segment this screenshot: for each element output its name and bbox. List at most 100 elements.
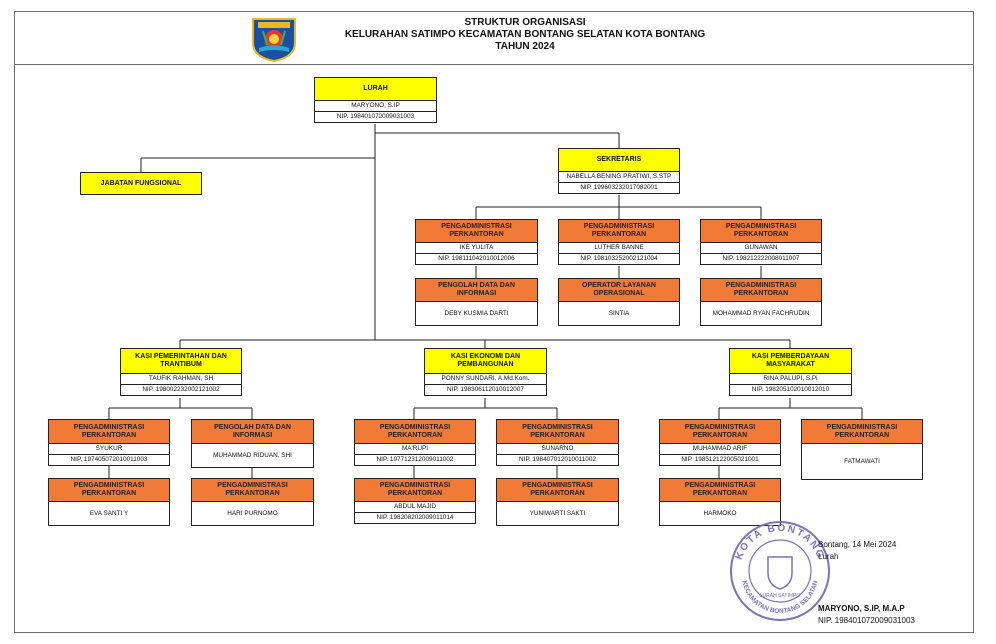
node-kasi-pemerintahan: KASI PEMERINTAHAN DAN TRANTIBUM TAUFIK R… <box>120 348 242 396</box>
node-pm-staff-1: PENGADMINISTRASI PERKANTORAN MUHAMMAD AR… <box>659 419 781 466</box>
node-nip: NIP. 198401072009031003 <box>314 112 437 123</box>
node-sek-staff-6: PENGADMINISTRASI PERKANTORAN MOHAMMAD RY… <box>700 278 822 326</box>
node-title: PENGOLAH DATA DAN INFORMASI <box>191 419 314 444</box>
kota-bontang-emblem <box>252 18 296 62</box>
node-nip: NIP. 197712312009011002 <box>354 455 476 466</box>
stamp-inner-text: LURAH SATIMPO <box>760 593 801 599</box>
node-nip: NIP. 198512122005021001 <box>659 455 781 466</box>
chart-frame <box>14 11 974 633</box>
node-name: MARYONO, S.IP <box>314 101 437 112</box>
stamp-ring-top: KOTA BONTANG <box>734 523 824 562</box>
svg-text:KOTA BONTANG: KOTA BONTANG <box>734 523 826 562</box>
node-title: PENGADMINISTRASI PERKANTORAN <box>48 478 170 502</box>
node-sek-staff-2: PENGADMINISTRASI PERKANTORAN LUTHER BANN… <box>558 219 680 265</box>
node-title: PENGADMINISTRASI PERKANTORAN <box>659 419 781 444</box>
node-title: PENGADMINISTRASI PERKANTORAN <box>48 419 170 444</box>
node-title: PENGADMINISTRASI PERKANTORAN <box>354 419 476 444</box>
node-title: PENGADMINISTRASI PERKANTORAN <box>354 478 476 502</box>
node-title: PENGADMINISTRASI PERKANTORAN <box>700 278 822 302</box>
node-sek-staff-1: PENGADMINISTRASI PERKANTORAN IKE YULITA … <box>415 219 538 265</box>
title-line-2: KELURAHAN SATIMPO KECAMATAN BONTANG SELA… <box>344 29 706 40</box>
node-name: MOHAMMAD RYAN FACHRUDIN <box>700 302 822 326</box>
node-title: PENGADMINISTRASI PERKANTORAN <box>496 419 619 444</box>
node-name: YUNIWARTI SAKTI <box>496 502 619 526</box>
node-jabatan-fungsional: JABATAN FUNGSIONAL <box>80 172 202 195</box>
node-title: PENGOLAH DATA DAN INFORMASI <box>415 278 538 302</box>
node-nip: NIP. 198002232002121002 <box>120 385 242 396</box>
node-name: DEBY KUSMIA DARTI <box>415 302 538 326</box>
signature-name: MARYONO, S.IP, M.A.P <box>818 604 905 613</box>
node-pm-staff-3: PENGADMINISTRASI PERKANTORAN HARMOKO <box>659 478 781 526</box>
signature-nip: NIP. 198401072009031003 <box>818 616 915 625</box>
signature-space <box>818 563 915 603</box>
node-name: MA'RUPI <box>354 444 476 455</box>
node-name: HARMOKO <box>659 502 781 526</box>
node-title: OPERATOR LAYANAN OPERASIONAL <box>558 278 680 302</box>
node-name: MUHAMMAD RIDUAN, SHI <box>191 444 314 468</box>
node-nip: NIP. 198212222008011007 <box>700 254 822 265</box>
node-nip: NIP. 198103252002121004 <box>558 254 680 265</box>
node-name: LUTHER BANNE <box>558 243 680 254</box>
node-name: TAUFIK RAHMAN, SH <box>120 374 242 385</box>
node-name: SUNARNO <box>496 444 619 455</box>
node-name: NABELLA BENING PRATIWI, S.STP <box>558 172 680 183</box>
node-pem-staff-2: PENGOLAH DATA DAN INFORMASI MUHAMMAD RID… <box>191 419 314 468</box>
node-kasi-ekonomi: KASI EKONOMI DAN PEMBANGUNAN PONNY SUNDA… <box>424 348 547 396</box>
node-eko-staff-2: PENGADMINISTRASI PERKANTORAN SUNARNO NIP… <box>496 419 619 466</box>
title-line-3: TAHUN 2024 <box>495 41 555 52</box>
signature-block: Bontang, 14 Mei 2024 Lurah MARYONO, S.IP… <box>818 539 915 627</box>
node-name: HARI PURNOMO <box>191 502 314 526</box>
node-eko-staff-1: PENGADMINISTRASI PERKANTORAN MA'RUPI NIP… <box>354 419 476 466</box>
node-pem-staff-4: PENGADMINISTRASI PERKANTORAN HARI PURNOM… <box>191 478 314 526</box>
node-name: ABDUL MAJID <box>354 502 476 513</box>
node-title: PENGADMINISTRASI PERKANTORAN <box>558 219 680 243</box>
node-title: LURAH <box>314 77 437 101</box>
header-divider <box>14 64 974 65</box>
node-pem-staff-3: PENGADMINISTRASI PERKANTORAN EVA SANTI Y <box>48 478 170 526</box>
chart-title: STRUKTUR ORGANISASI KELURAHAN SATIMPO KE… <box>300 17 750 53</box>
node-sek-staff-4: PENGOLAH DATA DAN INFORMASI DEBY KUSMIA … <box>415 278 538 326</box>
stamp-emblem-icon <box>767 556 793 590</box>
node-title: PENGADMINISTRASI PERKANTORAN <box>659 478 781 502</box>
signature-role: Lurah <box>818 552 839 561</box>
node-title: KASI PEMERINTAHAN DAN TRANTIBUM <box>120 348 242 374</box>
node-lurah: LURAH MARYONO, S.IP NIP. 198401072009031… <box>314 77 437 123</box>
node-nip: NIP. 198407012010011002 <box>496 455 619 466</box>
node-title: KASI EKONOMI DAN PEMBANGUNAN <box>424 348 547 374</box>
node-eko-staff-4: PENGADMINISTRASI PERKANTORAN YUNIWARTI S… <box>496 478 619 526</box>
node-name: EVA SANTI Y <box>48 502 170 526</box>
node-pem-staff-1: PENGADMINISTRASI PERKANTORAN SYUKUR NIP.… <box>48 419 170 466</box>
node-nip: NIP. 198306112010012007 <box>424 385 547 396</box>
node-title: SEKRETARIS <box>558 148 680 172</box>
node-name: GUNAWAN <box>700 243 822 254</box>
node-title: PENGADMINISTRASI PERKANTORAN <box>700 219 822 243</box>
node-name: SINTIA <box>558 302 680 326</box>
node-sekretaris: SEKRETARIS NABELLA BENING PRATIWI, S.STP… <box>558 148 680 194</box>
node-pm-staff-2: PENGADMINISTRASI PERKANTORAN FATMAWATI <box>801 419 923 480</box>
official-stamp: KOTA BONTANG KECAMATAN BONTANG SELATAN L… <box>730 521 830 621</box>
node-sek-staff-5: OPERATOR LAYANAN OPERASIONAL SINTIA <box>558 278 680 326</box>
node-name: PONNY SUNDARI, A.Md.Kom. <box>424 374 547 385</box>
node-sek-staff-3: PENGADMINISTRASI PERKANTORAN GUNAWAN NIP… <box>700 219 822 265</box>
node-name: RINA PALUPI, S.Pi <box>729 374 852 385</box>
node-title: JABATAN FUNGSIONAL <box>80 172 202 195</box>
node-eko-staff-3: PENGADMINISTRASI PERKANTORAN ABDUL MAJID… <box>354 478 476 524</box>
node-title: PENGADMINISTRASI PERKANTORAN <box>496 478 619 502</box>
node-nip: NIP. 198208202009011014 <box>354 513 476 524</box>
node-title: KASI PEMBERDAYAAN MASYARAKAT <box>729 348 852 374</box>
node-title: PENGADMINISTRASI PERKANTORAN <box>415 219 538 243</box>
node-nip: NIP. 197405072010011003 <box>48 455 170 466</box>
node-kasi-pemberdayaan: KASI PEMBERDAYAAN MASYARAKAT RINA PALUPI… <box>729 348 852 396</box>
node-name: SYUKUR <box>48 444 170 455</box>
node-name: FATMAWATI <box>801 444 923 480</box>
node-title: PENGADMINISTRASI PERKANTORAN <box>801 419 923 444</box>
node-name: IKE YULITA <box>415 243 538 254</box>
title-line-1: STRUKTUR ORGANISASI <box>464 17 586 28</box>
node-name: MUHAMMAD ARIF <box>659 444 781 455</box>
node-nip: NIP. 199603232017082001 <box>558 183 680 194</box>
node-nip: NIP. 198111042010012006 <box>415 254 538 265</box>
signature-place-date: Bontang, 14 Mei 2024 <box>818 540 897 549</box>
node-title: PENGADMINISTRASI PERKANTORAN <box>191 478 314 502</box>
node-nip: NIP. 198205102010012010 <box>729 385 852 396</box>
